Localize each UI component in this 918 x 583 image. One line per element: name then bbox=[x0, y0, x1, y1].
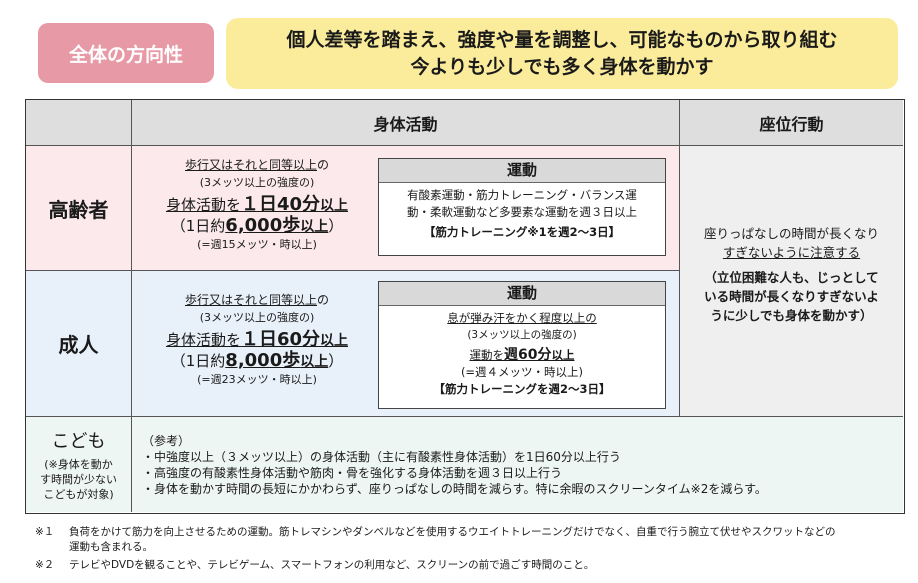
children-reference: （参考） ・中強度以上（３メッツ以上）の身体活動（主に有酸素性身体活動）を1日6… bbox=[142, 433, 767, 497]
adult-intensity: (3メッツ以上の強度の) bbox=[199, 311, 315, 324]
adult-activity-text: 歩行又はそれと同等以上の (3メッツ以上の強度の) 身体活動を１日60分以上 （… bbox=[142, 291, 372, 389]
children-ref-3: ・身体を動かす時間の長短にかかわらず、座りっぱなしの時間を減らす。特に余暇のスク… bbox=[142, 482, 767, 496]
adult-exercise-weekly: (=週４メッツ・時以上) bbox=[460, 365, 584, 379]
adult-weekly: (=週23メッツ・時以上) bbox=[197, 373, 317, 386]
footnote-1-mark: ※１ bbox=[35, 526, 55, 538]
row-label-children: こども (※身体を動か す時間が少ない こどもが対象) bbox=[26, 417, 132, 512]
adult-exercise-amount-suffix: 以上 bbox=[551, 348, 575, 362]
elderly-activity-text: 歩行又はそれと同等以上の (3メッツ以上の強度の) 身体活動を１日40分以上 （… bbox=[142, 156, 372, 254]
adult-exercise-line-1: 息が弾み汗をかく程度以上の bbox=[447, 311, 597, 325]
elderly-steps-prefix: （1日約 bbox=[170, 217, 226, 235]
adult-walk-suffix: の bbox=[317, 293, 330, 307]
children-ref-1: ・中強度以上（３メッツ以上）の身体活動（主に有酸素性身体活動）を1日60分以上行… bbox=[142, 450, 621, 464]
children-reference-cell: （参考） ・中強度以上（３メッツ以上）の身体活動（主に有酸素性身体活動）を1日6… bbox=[132, 417, 903, 512]
footnote-2-line-1: テレビやDVDを観ることや、テレビゲーム、スマートフォンの利用など、スクリーンの… bbox=[69, 559, 595, 571]
elderly-steps-suffix: 以上 bbox=[300, 219, 329, 235]
row-label-adult: 成人 bbox=[26, 271, 132, 417]
adult-exercise-intensity: (3メッツ以上の強度の) bbox=[467, 329, 577, 341]
banner-line-2: 今よりも少しでも多く身体を動かす bbox=[410, 55, 714, 78]
footnote-2: ※２ テレビやDVDを観ることや、テレビゲーム、スマートフォンの利用など、スクリー… bbox=[35, 558, 594, 573]
footnote-1-line-2: 運動も含まれる。 bbox=[69, 541, 153, 553]
elderly-strength-note: 【筋力トレーニング※1を週2〜3日】 bbox=[423, 225, 621, 239]
elderly-amount-value: １日40分 bbox=[240, 194, 321, 215]
sedentary-note-2: いる時間が長くなりすぎないよ bbox=[704, 289, 879, 304]
adult-strength-note: 【筋力トレーニングを週2〜3日】 bbox=[433, 382, 611, 396]
elderly-walk-suffix: の bbox=[317, 158, 330, 172]
sedentary-line-1: 座りっぱなしの時間が長くなり bbox=[703, 226, 879, 241]
children-sub-2: す時間が少ない bbox=[40, 473, 117, 486]
sedentary-note-3: うに少しでも身体を動かす） bbox=[710, 308, 873, 323]
elderly-activity-cell: 歩行又はそれと同等以上の (3メッツ以上の強度の) 身体活動を１日40分以上 （… bbox=[132, 146, 680, 271]
guideline-table: 身体活動 座位行動 高齢者 歩行又はそれと同等以上の (3メッツ以上の強度の) … bbox=[25, 99, 905, 514]
adult-exercise-title: 運動 bbox=[379, 282, 665, 306]
corner-cell bbox=[26, 100, 132, 146]
footnote-1-line-1: 負荷をかけて筋力を向上させるための運動。筋トレマシンやダンベルなどを使用するウエ… bbox=[69, 526, 836, 538]
adult-amount-suffix: 以上 bbox=[320, 333, 349, 349]
adult-amount-prefix: 身体活動を bbox=[165, 331, 241, 349]
direction-banner: 個人差等を踏まえ、強度や量を調整し、可能なものから取り組む 今よりも少しでも多く… bbox=[226, 18, 898, 89]
elderly-intensity: (3メッツ以上の強度の) bbox=[199, 176, 315, 189]
adult-steps-suffix: 以上 bbox=[300, 354, 329, 370]
children-label: こども bbox=[51, 431, 106, 452]
adult-steps-prefix: （1日約 bbox=[170, 352, 226, 370]
adult-activity-cell: 歩行又はそれと同等以上の (3メッツ以上の強度の) 身体活動を１日60分以上 （… bbox=[132, 271, 680, 417]
footnote-2-mark: ※２ bbox=[35, 559, 55, 571]
adult-exercise-amount-value: 週60分 bbox=[504, 347, 552, 363]
adult-amount-value: １日60分 bbox=[240, 329, 321, 350]
adult-steps-close: ） bbox=[328, 352, 344, 370]
elderly-exercise-box: 運動 有酸素運動・筋力トレーニング・バランス運 動・柔軟運動など多要素な運動を週… bbox=[378, 158, 666, 256]
elderly-steps-value: 6,000歩 bbox=[225, 215, 301, 236]
elderly-steps-close: ） bbox=[328, 217, 344, 235]
elderly-amount-prefix: 身体活動を bbox=[165, 196, 241, 214]
overall-direction-label: 全体の方向性 bbox=[38, 23, 214, 83]
sedentary-cell: 座りっぱなしの時間が長くなり すぎないように注意する （立位困難な人も、じっとし… bbox=[680, 146, 903, 417]
row-label-elderly: 高齢者 bbox=[26, 146, 132, 271]
sedentary-text: 座りっぱなしの時間が長くなり すぎないように注意する （立位困難な人も、じっとし… bbox=[690, 224, 893, 325]
elderly-walk-line: 歩行又はそれと同等以上 bbox=[184, 158, 317, 172]
elderly-weekly: (=週15メッツ・時以上) bbox=[197, 238, 317, 251]
sedentary-note-1: （立位困難な人も、じっとして bbox=[704, 270, 879, 285]
elderly-amount-suffix: 以上 bbox=[320, 198, 349, 214]
elderly-exercise-line-2: 動・柔軟運動など多要素な運動を週３日以上 bbox=[407, 205, 637, 219]
elderly-exercise-line-1: 有酸素運動・筋力トレーニング・バランス運 bbox=[407, 188, 637, 202]
sedentary-line-2: すぎないように注意する bbox=[722, 245, 861, 260]
adult-exercise-box: 運動 息が弾み汗をかく程度以上の (3メッツ以上の強度の) 運動を週60分以上 … bbox=[378, 281, 666, 409]
column-header-sedentary: 座位行動 bbox=[680, 100, 903, 146]
children-ref-title: （参考） bbox=[142, 434, 191, 448]
elderly-exercise-title: 運動 bbox=[379, 159, 665, 183]
children-ref-2: ・高強度の有酸素性身体活動や筋肉・骨を強化する身体活動を週３日以上行う bbox=[142, 466, 563, 480]
adult-steps-value: 8,000歩 bbox=[225, 350, 301, 371]
adult-exercise-amount-prefix: 運動を bbox=[469, 348, 505, 362]
footnote-1: ※１ 負荷をかけて筋力を向上させるための運動。筋トレマシンやダンベルなどを使用する… bbox=[35, 525, 836, 555]
children-sub-3: こどもが対象) bbox=[43, 488, 114, 501]
adult-walk-line: 歩行又はそれと同等以上 bbox=[184, 293, 317, 307]
column-header-activity: 身体活動 bbox=[132, 100, 680, 146]
children-sub-1: (※身体を動か bbox=[44, 458, 113, 471]
banner-line-1: 個人差等を踏まえ、強度や量を調整し、可能なものから取り組む bbox=[286, 28, 838, 51]
